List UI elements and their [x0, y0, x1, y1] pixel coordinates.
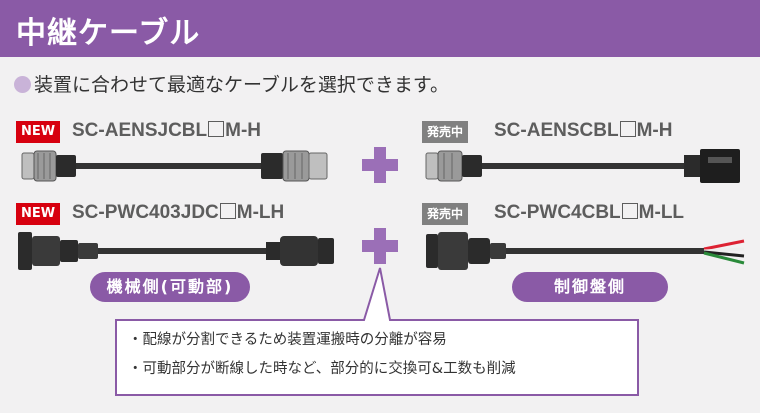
wire-ends-icon [703, 239, 745, 265]
model-name-1: SC-AENSJCBL M-H [72, 120, 261, 142]
model-suffix: M-LH [236, 202, 285, 223]
model-name-2: SC-AENSCBL M-H [494, 120, 672, 142]
model-suffix: M-LL [638, 202, 685, 223]
lead-text: 装置に合わせて最適なケーブルを選択できます。 [14, 70, 449, 97]
on-sale-badge: 発売中 [422, 203, 469, 225]
header-bar: 中継ケーブル [0, 0, 760, 57]
model-prefix: SC-AENSCBL [494, 120, 619, 141]
machine-side-label: 機械側(可動部) [90, 272, 250, 302]
new-badge: NEW [16, 203, 61, 225]
plus-icon [360, 226, 400, 266]
connector-right-icon [261, 150, 328, 182]
note-line-1: ・配線が分割できるため装置運搬時の分離が容易 [128, 332, 447, 348]
placeholder-box-icon [621, 203, 638, 219]
connector-left-icon [18, 232, 98, 270]
model-prefix: SC-AENSJCBL [72, 120, 208, 141]
new-badge: NEW [16, 121, 61, 143]
on-sale-badge: 発売中 [422, 121, 469, 143]
bullet-dot-icon [14, 76, 31, 93]
note-line-2: ・可動部分が断線した時など、部分的に交換可&工数も削減 [128, 361, 516, 377]
connector-left-icon [21, 150, 76, 182]
model-name-3: SC-PWC403JDC M-LH [72, 202, 284, 224]
cable-image-aensjcbl [21, 150, 328, 182]
placeholder-box-icon [208, 121, 225, 137]
model-prefix: SC-PWC4CBL [494, 202, 621, 223]
model-name-4: SC-PWC4CBL M-LL [494, 202, 684, 224]
cable-image-aenscbl [425, 149, 740, 183]
model-prefix: SC-PWC403JDC [72, 202, 219, 223]
placeholder-box-icon [619, 121, 636, 137]
cable-image-pwc403jdc [18, 232, 334, 270]
control-side-label: 制御盤側 [512, 272, 668, 302]
connector-left-icon [425, 150, 482, 182]
connector-right-icon [684, 149, 740, 183]
model-suffix: M-H [636, 120, 673, 141]
cable-image-pwc4cbl [426, 232, 745, 270]
model-suffix: M-H [225, 120, 262, 141]
connector-right-icon [266, 236, 334, 266]
lead-label: 装置に合わせて最適なケーブルを選択できます。 [34, 74, 449, 96]
placeholder-box-icon [219, 203, 236, 219]
page-title: 中継ケーブル [16, 16, 201, 51]
plus-icon [360, 145, 400, 185]
connector-left-icon [426, 232, 506, 270]
